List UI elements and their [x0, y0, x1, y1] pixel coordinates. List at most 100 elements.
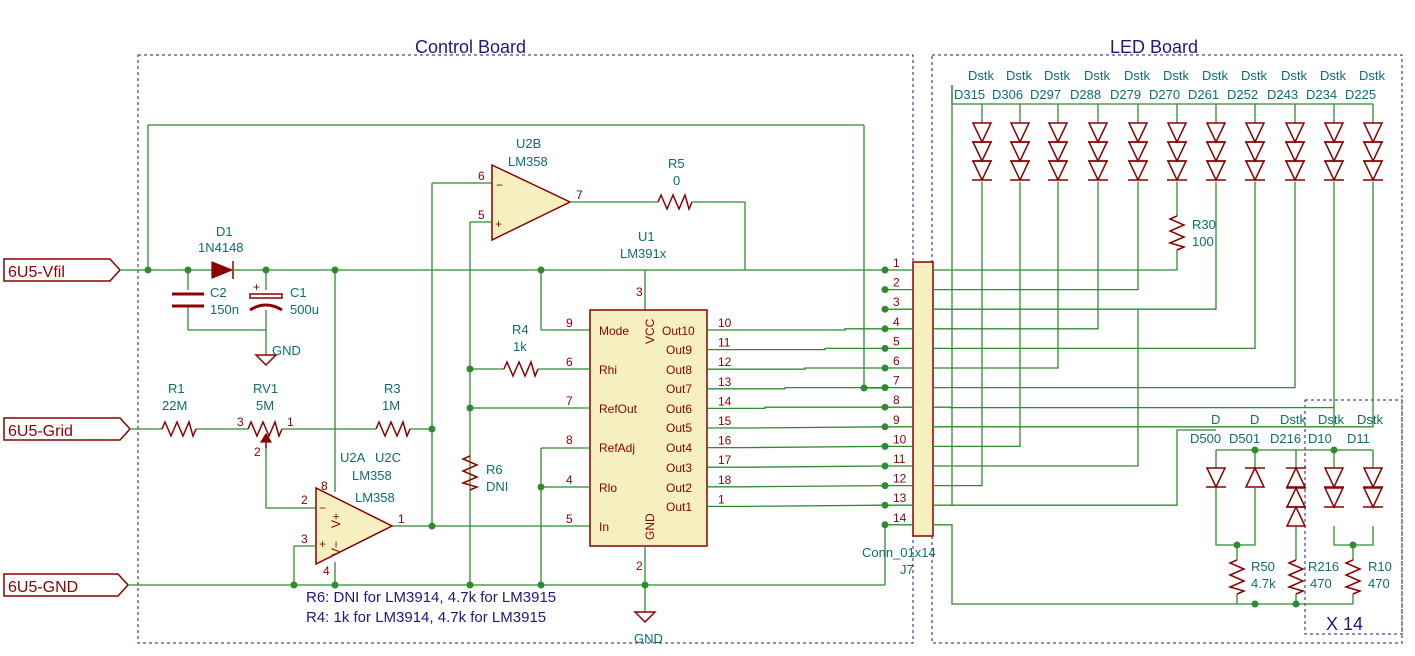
array-frame — [1304, 399, 1403, 635]
connector-j7[interactable] — [912, 261, 934, 537]
j7-pin-number: 4 — [893, 315, 900, 329]
r10-ref: R10 — [1368, 559, 1392, 574]
u1-out-pinnum: 13 — [718, 375, 732, 389]
j7-pin-number: 2 — [893, 276, 900, 290]
svg-text:Dstk: Dstk — [1241, 68, 1268, 83]
resistor-r6[interactable] — [460, 455, 480, 491]
u1-pin-refadj: RefAdj — [599, 441, 635, 455]
u1-pin-out2: Out2 — [666, 481, 692, 495]
resistor-r50[interactable] — [1227, 559, 1247, 595]
r4-ref: R4 — [512, 322, 529, 337]
j7-pin-dot — [881, 364, 889, 372]
j7-pin-number: 11 — [893, 452, 906, 466]
j7-pin-dot — [881, 286, 889, 294]
resistor-r5[interactable] — [657, 192, 746, 270]
j7-pin-number: 7 — [893, 374, 900, 388]
diode-d1[interactable] — [211, 261, 240, 279]
gnd-wiring — [128, 526, 886, 586]
u1-pinnum-2: 2 — [636, 559, 643, 573]
resistor-r3[interactable] — [375, 419, 411, 439]
led-wire — [933, 429, 1216, 506]
net-label-grid[interactable]: 6U5-Grid — [3, 417, 132, 441]
capacitor-c2[interactable] — [172, 292, 204, 308]
svg-text:+: + — [319, 537, 326, 551]
svg-text:Dstk: Dstk — [1006, 68, 1033, 83]
resistor-r4[interactable] — [503, 359, 539, 379]
opamp-u2a[interactable]: + − V+ V− — [293, 486, 394, 585]
grid-wiring — [130, 182, 590, 527]
u1-pin-out7: Out7 — [666, 382, 692, 396]
led-wire — [933, 182, 1217, 310]
r6-ref: R6 — [486, 462, 503, 477]
capacitor-c1[interactable]: + — [249, 280, 283, 312]
opamp-u2b[interactable]: − + — [470, 163, 658, 242]
junction-dots — [144, 266, 1357, 608]
j7-pin-dot — [881, 521, 889, 529]
array-label: X 14 — [1326, 614, 1363, 634]
j7-pin-number: 6 — [893, 354, 900, 368]
svg-text:Dstk: Dstk — [1163, 68, 1190, 83]
svg-text:D306: D306 — [992, 87, 1023, 102]
svg-text:D288: D288 — [1070, 87, 1101, 102]
r30-value: 100 — [1192, 234, 1214, 249]
net-label-gnd[interactable]: 6U5-GND — [3, 573, 130, 597]
svg-text:D297: D297 — [1030, 87, 1061, 102]
r4-value: 1k — [513, 339, 527, 354]
svg-text:D10: D10 — [1308, 431, 1332, 446]
u1-pin-out10: Out10 — [662, 324, 695, 338]
u1-pin-in: In — [599, 520, 609, 534]
ic-u1[interactable] — [589, 309, 708, 547]
svg-text:Dstk: Dstk — [1280, 412, 1307, 427]
gnd-label-u1: GND — [634, 631, 663, 646]
net-label-vfil[interactable]: 6U5-Vfil — [3, 258, 122, 282]
j7-pin-dot — [881, 325, 889, 333]
u1-pin-vcc: VCC — [643, 318, 657, 344]
led-wire — [933, 182, 1059, 369]
u1-out-wire — [744, 426, 886, 429]
d1-value: 1N4148 — [198, 240, 244, 255]
led-wire — [933, 182, 1374, 428]
resistor-r30[interactable] — [1167, 215, 1187, 251]
j7-pin-number: 12 — [893, 472, 907, 486]
resistor-r1[interactable] — [161, 419, 197, 439]
j7-pin-number: 14 — [893, 511, 907, 525]
u1-pin-out6: Out6 — [666, 402, 692, 416]
j7-pin-dot — [881, 305, 889, 313]
resistor-r10[interactable] — [1343, 559, 1363, 595]
u1-out-wire — [744, 504, 886, 508]
resistor-r216[interactable] — [1286, 559, 1306, 595]
r1-value: 22M — [162, 398, 187, 413]
u1-out-wire — [745, 386, 885, 390]
potentiometer-rv1[interactable] — [247, 419, 283, 448]
u1-pin-out1: Out1 — [666, 500, 692, 514]
u1-value: LM391x — [620, 246, 667, 261]
gnd-symbol-u1 — [633, 611, 657, 624]
u2a-ref: U2A — [340, 450, 366, 465]
u1-out-wire — [745, 367, 885, 370]
r216-value: 470 — [1310, 576, 1332, 591]
r3-ref: R3 — [384, 381, 401, 396]
j7-ref: J7 — [900, 562, 914, 577]
led-wire — [933, 182, 1021, 448]
r6-value: DNI — [486, 479, 508, 494]
u1-pinnum-9: 9 — [566, 316, 573, 330]
